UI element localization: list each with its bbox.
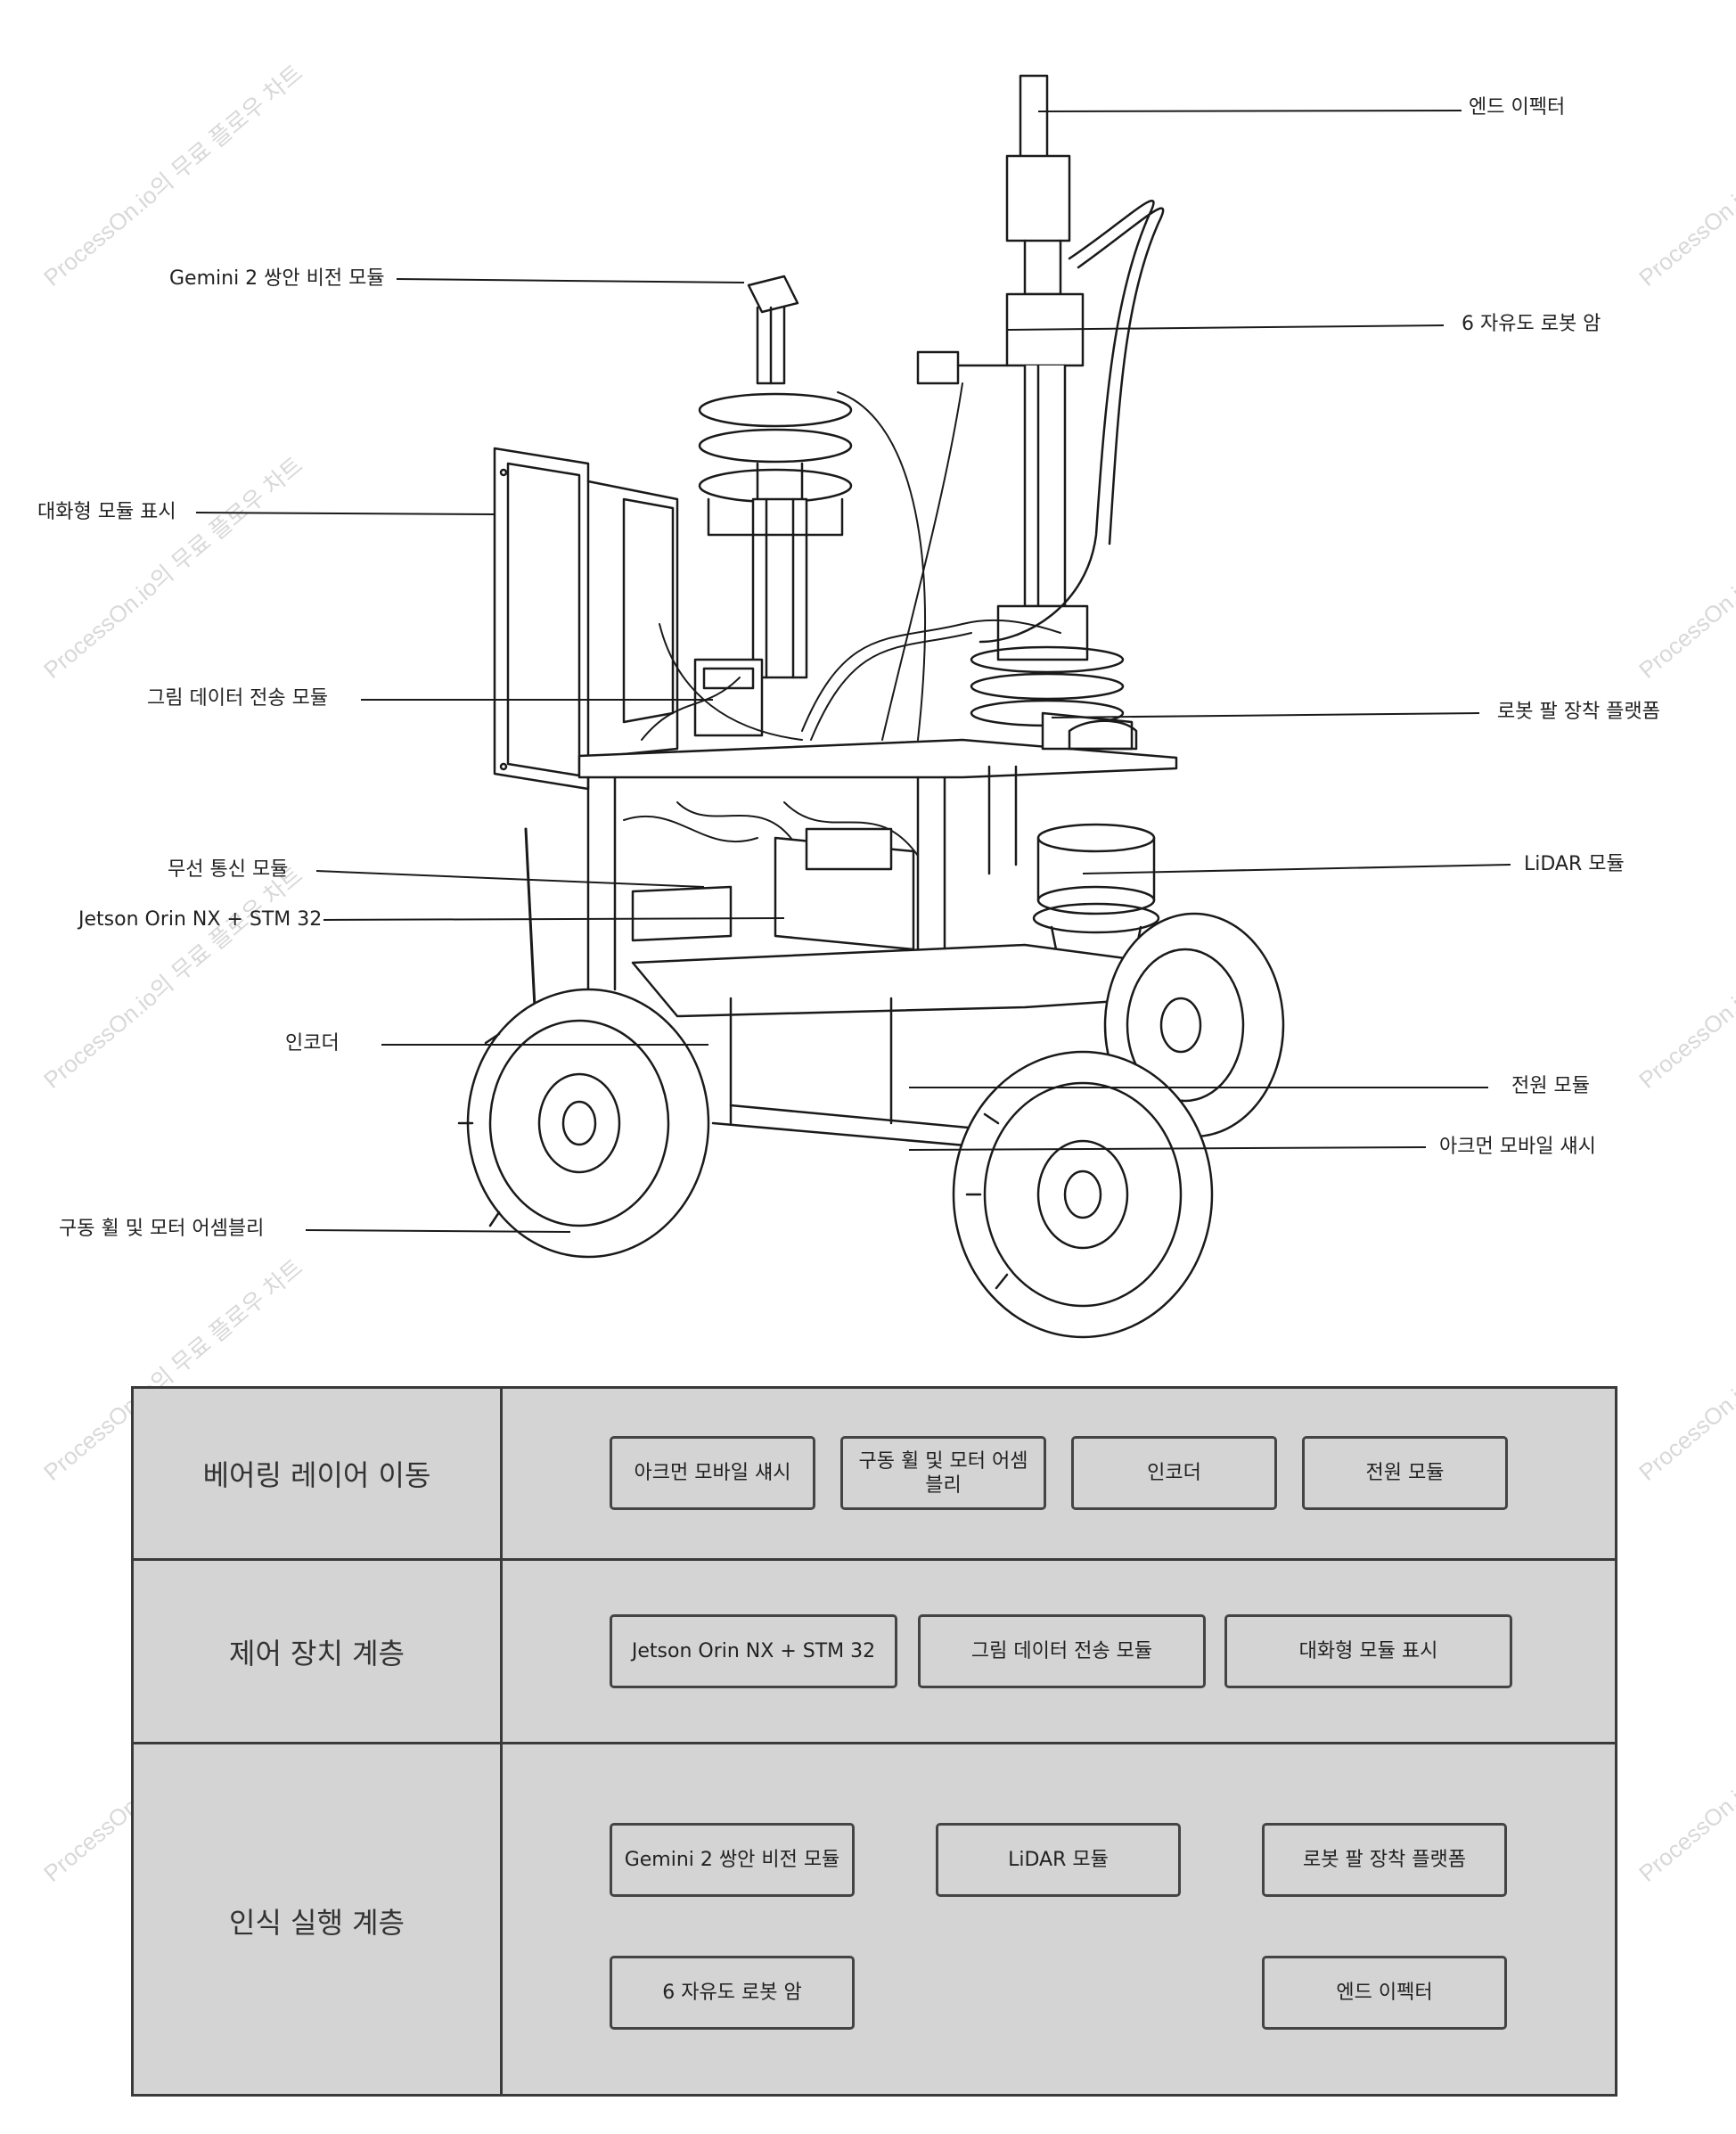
front-wheel-right — [952, 1050, 1214, 1339]
label-gemini-vision: Gemini 2 쌍안 비전 모듈 — [169, 267, 385, 290]
watermark: ProcessOn.io의 무료 플로우 차트 — [1634, 1655, 1736, 1887]
electronics — [631, 827, 915, 951]
component-box: 6 자유도 로봇 암 — [610, 1956, 855, 2030]
label-robot-arm: 6 자유도 로봇 암 — [1462, 313, 1601, 335]
component-box: 대화형 모듈 표시 — [1224, 1614, 1512, 1688]
component-box: 인코더 — [1071, 1436, 1277, 1510]
robot-arm — [916, 74, 1165, 661]
component-box: 전원 모듈 — [1302, 1436, 1508, 1510]
layer-label: 베어링 레이어 이동 — [134, 1389, 503, 1558]
layer-label: 제어 장치 계층 — [134, 1561, 503, 1742]
component-box: 로봇 팔 장착 플랫폼 — [1262, 1823, 1507, 1897]
label-drive-wheel: 구동 휠 및 모터 어셈블리 — [59, 1218, 265, 1240]
robot-illustration — [195, 74, 1511, 1339]
component-box: LiDAR 모듈 — [936, 1823, 1181, 1897]
callout-lines — [195, 110, 1511, 1233]
component-box: Gemini 2 쌍안 비전 모듈 — [610, 1823, 855, 1897]
label-interactive-display: 대화형 모듈 표시 — [37, 501, 176, 523]
component-box: 그림 데이터 전송 모듈 — [918, 1614, 1206, 1688]
lidar — [1032, 823, 1160, 973]
arm-platform — [970, 645, 1138, 751]
layer-row-perception: 인식 실행 계층 Gemini 2 쌍안 비전 모듈 LiDAR 모듈 로봇 팔… — [134, 1744, 1615, 2097]
label-wireless: 무선 통신 모듈 — [168, 858, 289, 881]
layer-label: 인식 실행 계층 — [134, 1744, 503, 2097]
label-power: 전원 모듈 — [1511, 1075, 1590, 1097]
layer-row-control: 제어 장치 계층 Jetson Orin NX + STM 32 그림 데이터 … — [134, 1561, 1615, 1744]
layer-row-mobility: 베어링 레이어 이동 아크먼 모바일 섀시 구동 휠 및 모터 어셈블리 인코더… — [134, 1389, 1615, 1561]
display-panel — [493, 447, 679, 791]
vision-mast — [698, 275, 853, 679]
component-box: 엔드 이펙터 — [1262, 1956, 1507, 2030]
label-chassis: 아크먼 모바일 섀시 — [1439, 1136, 1596, 1158]
label-image-transmission: 그림 데이터 전송 모듈 — [147, 687, 329, 710]
label-lidar: LiDAR 모듈 — [1524, 853, 1625, 875]
component-box: Jetson Orin NX + STM 32 — [610, 1614, 897, 1688]
label-encoder: 인코더 — [285, 1032, 340, 1055]
label-jetson: Jetson Orin NX + STM 32 — [78, 908, 323, 931]
component-box: 구동 휠 및 모터 어셈블리 — [840, 1436, 1046, 1510]
front-wheel-left — [457, 988, 710, 1259]
label-arm-platform: 로봇 팔 장착 플랫폼 — [1497, 701, 1660, 723]
transmission-box — [693, 658, 764, 737]
label-end-effector: 엔드 이펙터 — [1469, 96, 1566, 119]
component-box: 아크먼 모바일 섀시 — [610, 1436, 815, 1510]
layer-table: 베어링 레이어 이동 아크먼 모바일 섀시 구동 휠 및 모터 어셈블리 인코더… — [131, 1386, 1617, 2097]
